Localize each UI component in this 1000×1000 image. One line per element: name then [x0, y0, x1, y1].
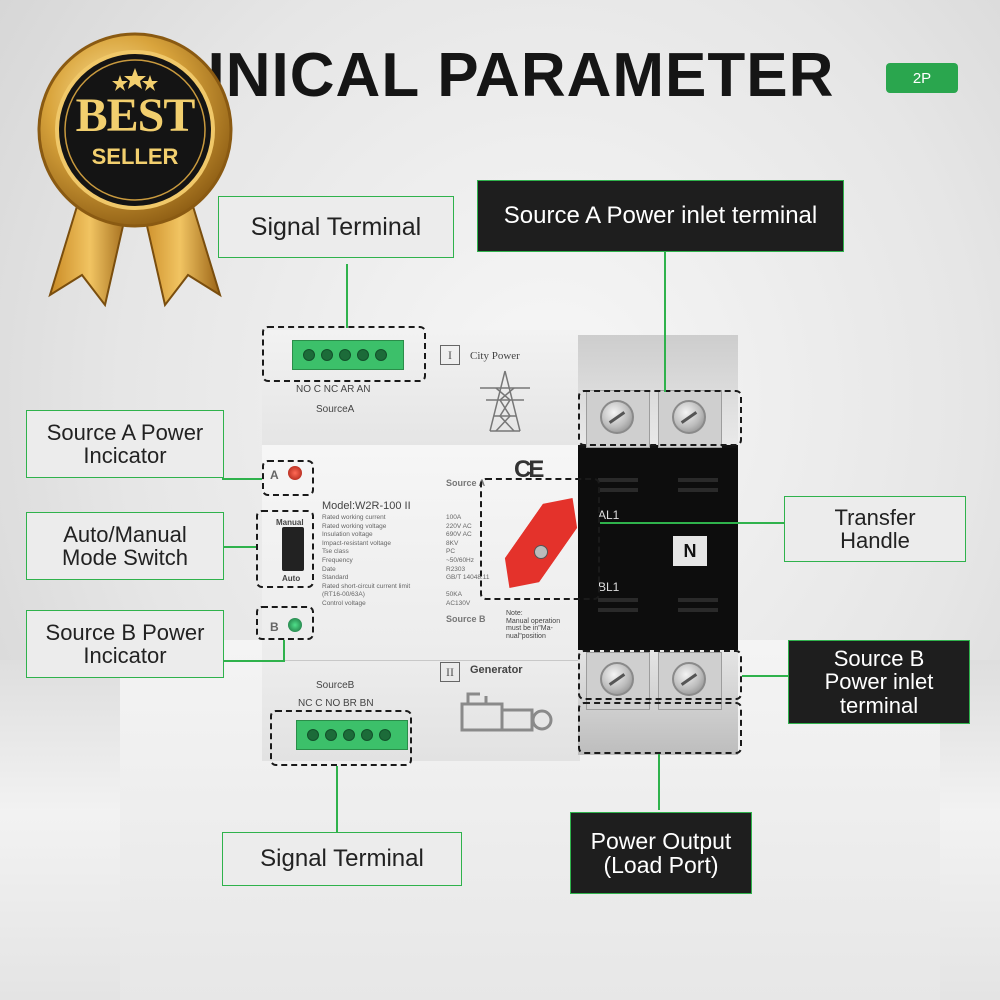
top-source-label: SourceA: [316, 404, 355, 415]
best-seller-seal: BEST SELLER: [30, 30, 240, 310]
highlight-source-b-terminal: [578, 650, 742, 700]
generator-icon: [460, 692, 553, 732]
top-roman-numeral: I: [440, 345, 460, 365]
bottom-source-label: SourceB: [316, 680, 355, 691]
screw-icon: [600, 400, 634, 434]
bl1-label: BL1: [598, 580, 620, 594]
highlight-load-port: [578, 702, 742, 754]
spec-value: 8KV: [446, 539, 459, 547]
spec-key: Control voltage: [322, 600, 366, 607]
connector-line: [664, 252, 666, 392]
spec-key: Tse class: [322, 548, 349, 556]
spec-key: Impact-resistant voltage: [322, 539, 392, 547]
spec-value: 690V AC: [446, 531, 472, 539]
spec-value: GB/T 14048.11: [446, 574, 490, 582]
bottom-signal-terminal: [296, 720, 408, 750]
power-tower-icon: [480, 370, 530, 432]
spec-key: Rated short-circuit current limit: [322, 582, 411, 590]
screw-icon: [672, 400, 706, 434]
label-transfer-handle: Transfer Handle: [784, 496, 966, 562]
highlight-bottom-signal-terminal: [270, 710, 412, 766]
top-terminal-pin-labels: NO C NC AR AN: [296, 384, 371, 395]
page-title: HNICAL PARAMETER: [180, 41, 835, 110]
handle-pivot-icon: [534, 545, 548, 559]
spec-value: PC: [446, 548, 456, 556]
model-label: Model:W2R-100 II: [322, 500, 411, 512]
highlight-top-signal-terminal: [262, 326, 426, 382]
spec-key: (RT16-00/63A): [322, 591, 365, 599]
highlight-source-a-led: [262, 460, 314, 496]
label-source-a-inlet: Source A Power inlet terminal: [477, 180, 844, 252]
connector-line: [742, 675, 788, 677]
spec-value: 100A: [446, 514, 462, 521]
bottom-roman-numeral: II: [440, 662, 460, 682]
connector-line: [283, 640, 285, 662]
spec-value: AC130V: [446, 600, 471, 607]
led-a-label: A: [270, 468, 279, 482]
source-b-face-label: Source B: [446, 614, 486, 624]
label-power-output: Power Output (Load Port): [570, 812, 752, 894]
al1-label: AL1: [598, 508, 620, 522]
spec-value: R2303: [446, 565, 466, 573]
highlight-transfer-handle: [480, 478, 600, 600]
label-source-a-indicator: Source A Power Incicator: [26, 410, 224, 478]
source-b-led: [288, 618, 302, 632]
connector-line: [336, 766, 338, 834]
seal-graphic-icon: [37, 32, 233, 308]
spec-key: Frequency: [322, 557, 353, 564]
manual-label: Manual: [276, 518, 304, 527]
highlight-mode-switch: [256, 510, 314, 588]
manual-operation-note: Note: Manual operation must be in"Ma- nu…: [506, 610, 561, 641]
pole-front-cover: [578, 448, 738, 650]
spec-key: Rated working voltage: [322, 522, 387, 530]
spec-value: 50KA: [446, 591, 462, 599]
neutral-badge: N: [673, 536, 707, 566]
screw-icon: [600, 662, 634, 696]
seal-seller-text: SELLER: [91, 144, 179, 169]
auto-label: Auto: [282, 574, 301, 583]
spec-key: Insulation voltage: [322, 531, 373, 539]
pole-badge: 2P: [886, 63, 958, 93]
label-source-b-inlet: Source B Power inlet terminal: [788, 640, 970, 724]
spec-key: Standard: [322, 574, 349, 582]
spec-value: 220V AC: [446, 522, 472, 530]
connector-line: [222, 478, 262, 480]
highlight-source-b-led: [256, 606, 314, 640]
label-signal-terminal-bottom: Signal Terminal: [222, 832, 462, 886]
label-source-b-indicator: Source B Power Incicator: [26, 610, 224, 678]
top-signal-terminal: [292, 340, 404, 370]
connector-line: [658, 754, 660, 810]
connector-line: [222, 660, 284, 662]
city-power-label: City Power: [470, 350, 520, 362]
label-auto-manual-switch: Auto/Manual Mode Switch: [26, 512, 224, 580]
connector-line: [600, 522, 784, 524]
connector-line: [346, 264, 348, 328]
bottom-terminal-pin-labels: NC C NO BR BN: [298, 698, 374, 709]
source-a-led: [288, 466, 302, 480]
spec-key: Date: [322, 565, 336, 573]
source-a-face-label: Source A: [446, 478, 486, 488]
led-b-label: B: [270, 620, 279, 634]
generator-label: Generator: [470, 664, 523, 676]
connector-line: [222, 546, 256, 548]
auto-manual-switch[interactable]: [282, 527, 304, 571]
spec-value: ~50/60Hz: [446, 557, 475, 564]
spec-key: Rated working current: [322, 514, 386, 521]
label-signal-terminal-top: Signal Terminal: [218, 196, 454, 258]
seal-best-text: BEST: [75, 89, 196, 142]
screw-icon: [672, 662, 706, 696]
highlight-source-a-terminal: [578, 390, 742, 446]
